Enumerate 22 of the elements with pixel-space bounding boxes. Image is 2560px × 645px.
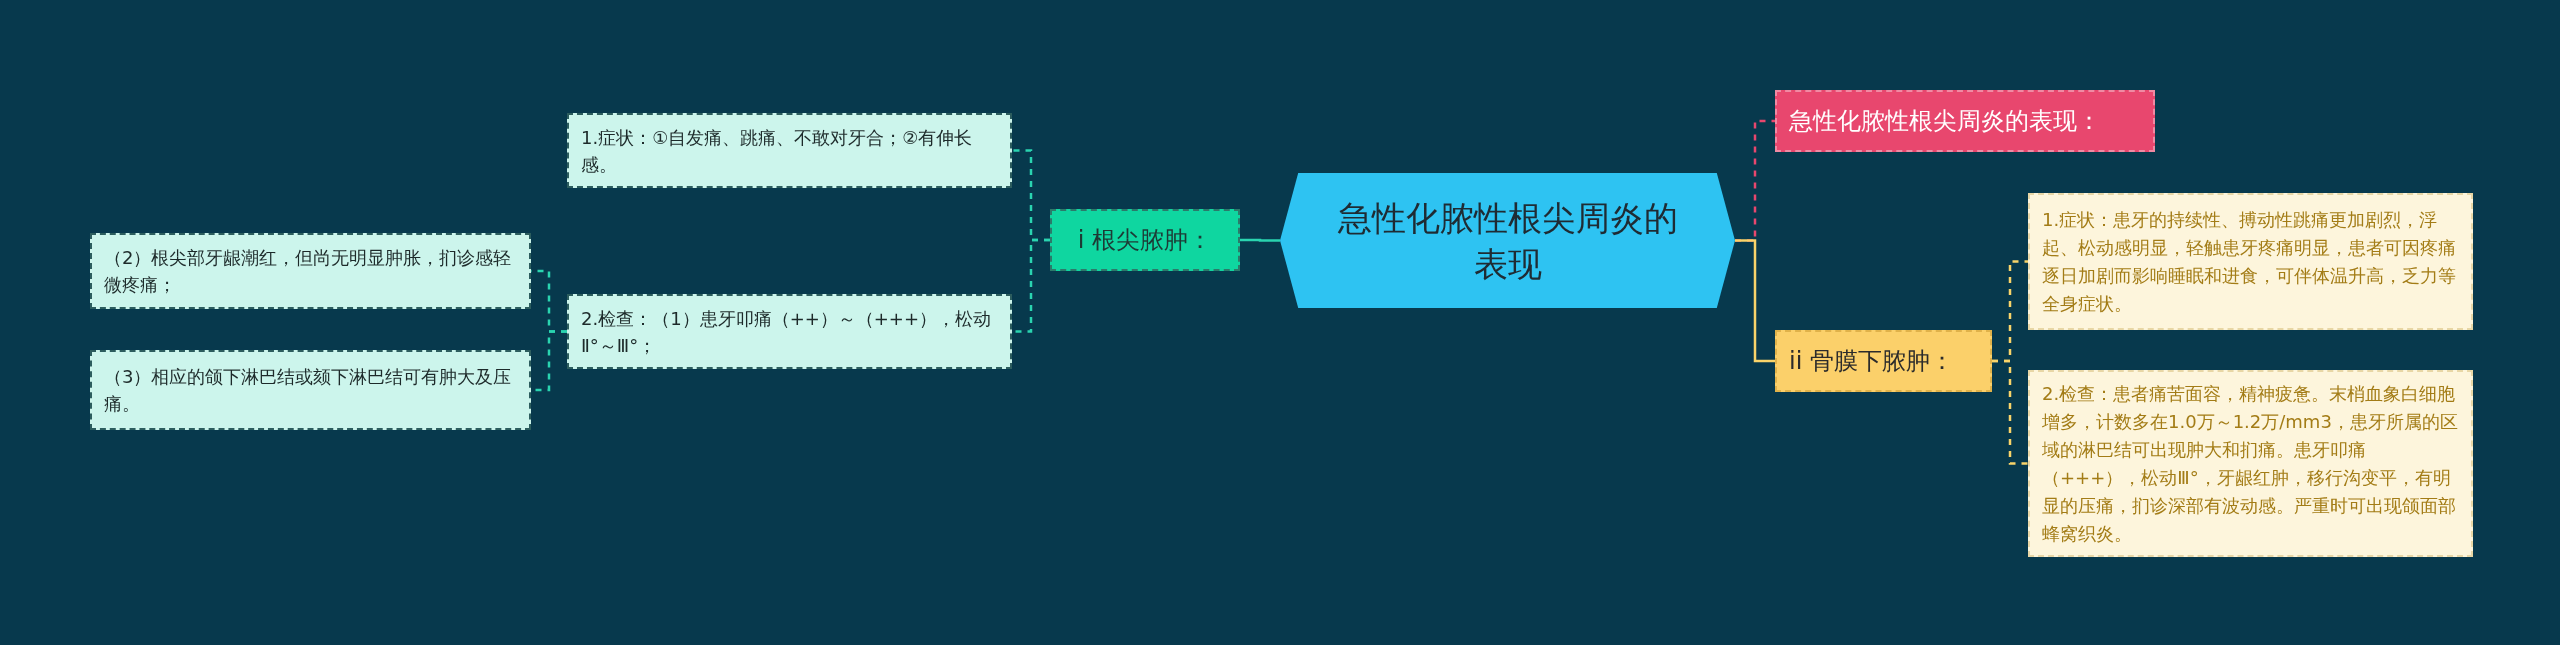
node-text: 1.症状：①自发痛、跳痛、不敢对牙合；②有伸长感。 <box>581 125 974 177</box>
note-box <box>90 350 531 430</box>
note-box <box>567 294 1012 369</box>
connector-line <box>1240 238 1280 242</box>
node-text: ii 骨膜下脓肿： <box>1789 346 1954 377</box>
branch-box <box>1050 209 1240 271</box>
node-text: （3）相应的颌下淋巴结或颏下淋巴结可有肿大及压痛。 <box>104 365 513 416</box>
note-box <box>2028 370 2473 557</box>
node-text: （2）根尖部牙龈潮红，但尚无明显肿胀，扪诊感轻微疼痛； <box>104 246 513 297</box>
node-text: ⅰ 根尖脓肿： <box>1077 225 1213 256</box>
node-text: 2.检查：（1）患牙叩痛（++）～（+++），松动Ⅱ°～Ⅲ°； <box>581 306 993 358</box>
node-text: 2.检查：患者痛苦面容，精神疲惫。末梢血象白细胞增多，计数多在1.0万～1.2万/mm3，患牙所属的区域的淋巴结可出现肿大和扪痛。患牙叩痛（+++），松动Ⅲ°，牙龈红肿，移行沟变平，有明显的压痛，扪诊深部有波动感。严重时可出现颌面部蜂窝织炎。 <box>2042 381 2459 546</box>
node-text: 1.症状：患牙的持续性、搏动性跳痛更加剧烈，浮起、松动感明显，轻触患牙疼痛明显，患者可因疼痛逐日加剧而影响睡眠和进食，可伴体温升高，乏力等全身症状。 <box>2042 207 2457 316</box>
connector-line <box>1992 359 2028 465</box>
note-box <box>567 113 1012 188</box>
branch-box <box>1775 330 1992 392</box>
note-box <box>90 233 531 309</box>
note-box <box>2028 193 2473 330</box>
connector-line <box>1735 239 1775 363</box>
heading-box <box>1775 90 2155 152</box>
node-text: 急性化脓性根尖周炎的表现： <box>1789 106 2101 137</box>
node-text: 急性化脓性根尖周炎的表现 <box>1336 196 1679 286</box>
